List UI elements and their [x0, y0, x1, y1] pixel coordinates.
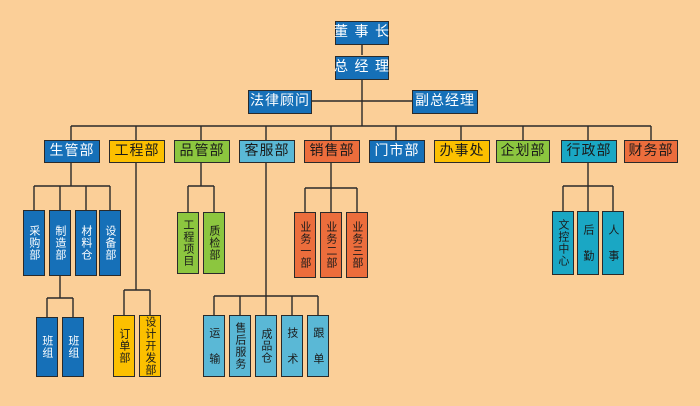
department-engineering: 工程部 [109, 140, 165, 163]
unit-equipment: 设备部 [99, 210, 121, 276]
line-sales-units [304, 163, 358, 212]
unit-hr: 人 事 [602, 211, 624, 275]
general-manager-box: 总 经 理 [334, 56, 389, 80]
line-customer-service-units [213, 163, 319, 315]
unit-document-center: 文控中心 [552, 211, 574, 275]
unit-purchasing: 采购部 [23, 210, 45, 276]
chairman-box: 董 事 长 [334, 21, 389, 45]
unit-inspection: 质检部 [203, 212, 225, 274]
unit-team-2: 班组 [62, 317, 84, 377]
deputy-gm-box: 副总经理 [412, 90, 478, 114]
department-quality: 品管部 [174, 140, 230, 163]
unit-sales-1: 业务一部 [294, 212, 316, 278]
legal-advisor-box: 法律顾问 [248, 90, 312, 114]
unit-manufacturing: 制造部 [49, 210, 71, 276]
department-finance: 财务部 [624, 140, 678, 163]
department-stores: 门市部 [369, 140, 425, 163]
department-production: 生管部 [44, 140, 100, 163]
unit-sales-3: 业务三部 [346, 212, 368, 278]
department-sales: 销售部 [304, 140, 360, 163]
line-production-teams [46, 276, 74, 317]
department-customer-service: 客服部 [239, 140, 295, 163]
unit-finished-goods: 成品仓 [255, 315, 277, 377]
unit-design: 设计开发部 [139, 315, 161, 377]
unit-transport: 运 输 [203, 315, 225, 377]
department-administration: 行政部 [561, 140, 617, 163]
unit-technical: 技 术 [281, 315, 303, 377]
unit-logistics: 后 勤 [577, 211, 599, 275]
unit-project: 工程项目 [177, 212, 199, 274]
unit-follow-up: 跟 单 [307, 315, 329, 377]
unit-orders: 订单部 [113, 315, 135, 377]
line-department-drops [70, 126, 652, 140]
line-quality-units [187, 163, 215, 212]
line-production-units [33, 163, 111, 210]
unit-sales-2: 业务二部 [320, 212, 342, 278]
line-engineering-units [123, 163, 151, 315]
department-planning: 企划部 [496, 140, 550, 163]
line-admin-units [562, 163, 614, 211]
unit-after-sales: 售后服务 [229, 315, 251, 377]
unit-materials: 材料仓 [75, 210, 97, 276]
unit-team-1: 班组 [36, 317, 58, 377]
department-office: 办事处 [434, 140, 490, 163]
